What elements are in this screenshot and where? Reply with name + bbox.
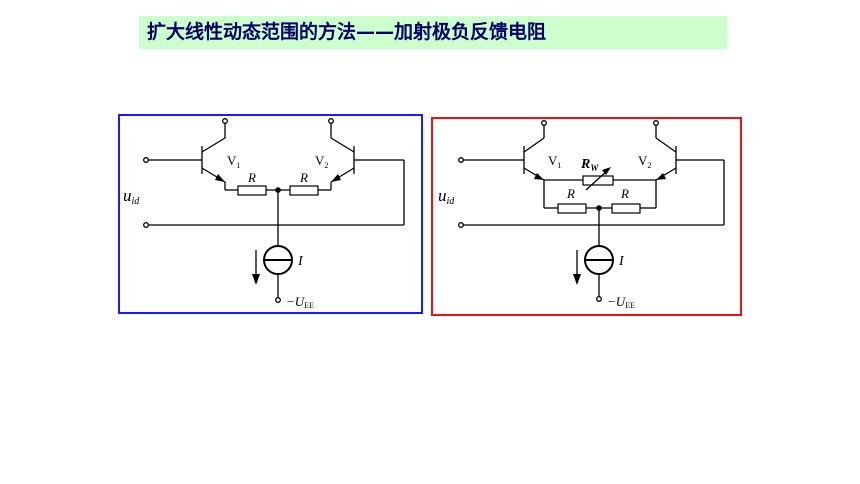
- label-supply: −UEE: [607, 294, 635, 310]
- current-direction-arrow: [573, 250, 581, 285]
- input-terminal-bottom: [458, 222, 464, 228]
- title-bar: 扩大线性动态范围的方法——加射极负反馈电阻: [139, 16, 727, 49]
- right-circuit-panel: V1 V2 RW R R uid I −UEE: [431, 117, 742, 316]
- current-source-symbol: [584, 245, 614, 275]
- slide-title: 扩大线性动态范围的方法——加射极负反馈电阻: [147, 21, 547, 43]
- label-v1: V1: [227, 153, 240, 170]
- transistor-v1: [522, 120, 547, 208]
- label-v1: V1: [548, 153, 561, 170]
- label-r-left: R: [247, 170, 256, 185]
- current-source-symbol: [263, 245, 293, 275]
- current-direction-arrow: [252, 250, 260, 285]
- input-terminal-top: [143, 157, 149, 163]
- right-circuit-diagram: V1 V2 RW R R uid I −UEE: [438, 120, 725, 310]
- potentiometer-adjust-arrow: [585, 167, 611, 191]
- label-current-i: I: [618, 254, 625, 269]
- label-supply: −UEE: [286, 294, 314, 310]
- label-current-i: I: [297, 254, 304, 269]
- supply-terminal: [275, 297, 281, 303]
- label-r-right: R: [620, 186, 629, 201]
- label-v2: V2: [638, 153, 651, 170]
- input-terminal-bottom: [143, 222, 149, 228]
- left-circuit-diagram: V1 V2 R R uid I −UEE: [123, 118, 405, 310]
- left-circuit-panel: V1 V2 R R uid I −UEE: [118, 114, 423, 314]
- label-input-uid: uid: [123, 186, 140, 207]
- transistor-v1: [200, 118, 238, 191]
- potentiometer-rw: [582, 175, 614, 186]
- resistor-r-right: [611, 203, 641, 214]
- input-terminal-top: [458, 157, 464, 163]
- label-input-uid: uid: [438, 186, 455, 207]
- supply-terminal: [596, 296, 602, 302]
- label-v2: V2: [315, 153, 328, 170]
- transistor-v2: [318, 118, 360, 191]
- resistor-r-left: [557, 203, 587, 214]
- resistor-r-left: [237, 185, 267, 196]
- label-rw: RW: [580, 157, 599, 173]
- label-r-right: R: [299, 170, 308, 185]
- resistor-r-right: [289, 185, 319, 196]
- label-r-left: R: [566, 186, 575, 201]
- transistor-v2: [653, 120, 678, 208]
